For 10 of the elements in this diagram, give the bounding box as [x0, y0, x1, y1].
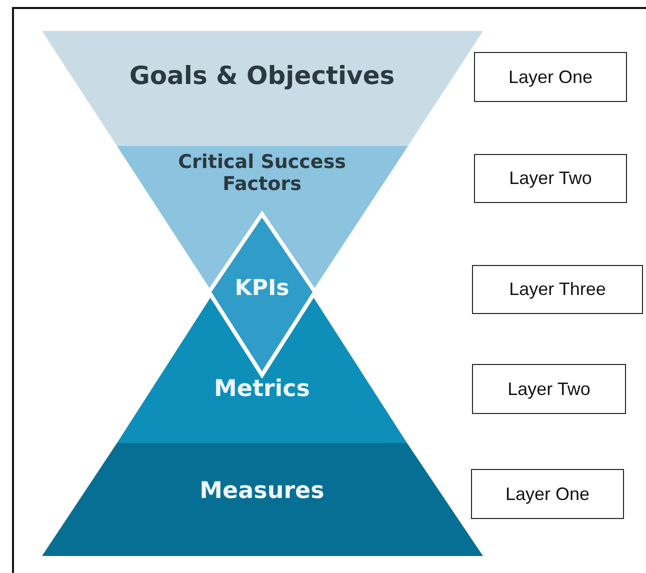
- band-label: Goals & Objectives: [128, 62, 396, 91]
- band-label: Metrics: [212, 376, 312, 402]
- layer-box: Layer Three: [472, 265, 643, 314]
- band-label: Critical Success Factors: [177, 152, 347, 196]
- layer-box: Layer One: [471, 469, 624, 519]
- band-label: KPIs: [234, 276, 290, 302]
- band-label: Measures: [198, 478, 326, 504]
- layer-box: Layer One: [474, 52, 627, 102]
- layer-box: Layer Two: [474, 154, 627, 203]
- layer-box: Layer Two: [472, 364, 626, 414]
